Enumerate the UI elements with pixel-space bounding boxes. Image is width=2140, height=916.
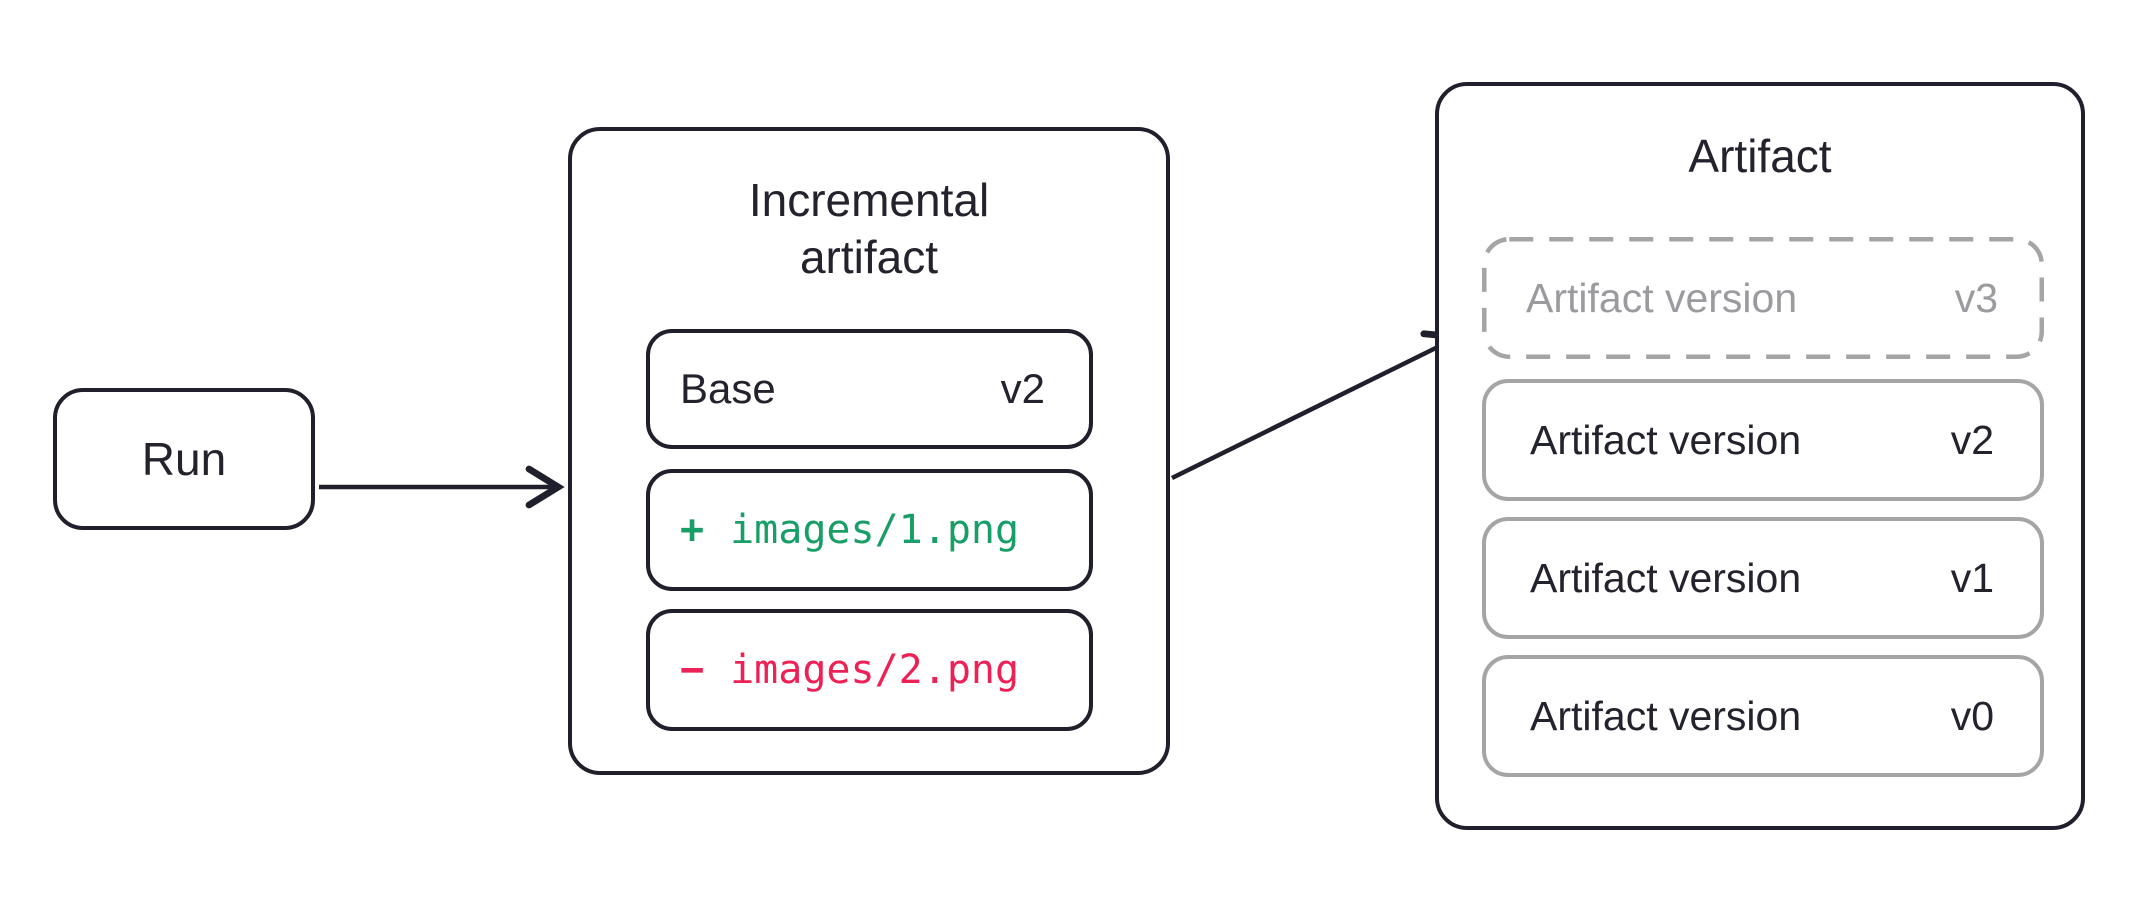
artifact-version-label: Artifact version (1530, 692, 1802, 739)
artifact-version-row: Artifact version v0 (1482, 655, 2044, 777)
removed-file-path: images/2.png (730, 647, 1020, 693)
artifact-version-tag: v0 (1950, 692, 1994, 739)
artifact-version-row-pending: Artifact version v3 (1482, 237, 2044, 359)
run-label: Run (141, 433, 227, 485)
incremental-artifact-title: Incremental artifact (748, 174, 990, 283)
artifact-version-tag: v1 (1950, 554, 1994, 601)
artifact-node: Artifact Artifact version v3 Artifact ve… (1435, 82, 2085, 830)
artifact-title: Artifact (1688, 130, 1832, 182)
base-label: Base (680, 365, 776, 412)
run-node: Run (53, 388, 315, 530)
artifact-version-row: Artifact version v2 (1482, 379, 2044, 501)
added-file-box: + images/1.png (646, 469, 1093, 591)
added-file-path: images/1.png (730, 507, 1020, 553)
artifact-version-row: Artifact version v1 (1482, 517, 2044, 639)
incremental-artifact-node: Incremental artifact Base v2 + images/1.… (568, 127, 1170, 775)
base-version-tag: v2 (1000, 365, 1045, 412)
artifact-version-label: Artifact version (1526, 274, 1798, 321)
removed-file-box: − images/2.png (646, 609, 1093, 731)
plus-icon: + (680, 507, 705, 553)
artifact-version-label: Artifact version (1530, 554, 1802, 601)
artifact-version-tag: v3 (1954, 274, 1998, 321)
minus-icon: − (680, 647, 705, 693)
artifact-version-tag: v2 (1950, 416, 1994, 463)
base-version-box: Base v2 (646, 329, 1093, 449)
arrow-incremental-to-artifact-icon (1171, 330, 1464, 481)
artifact-version-label: Artifact version (1530, 416, 1802, 463)
